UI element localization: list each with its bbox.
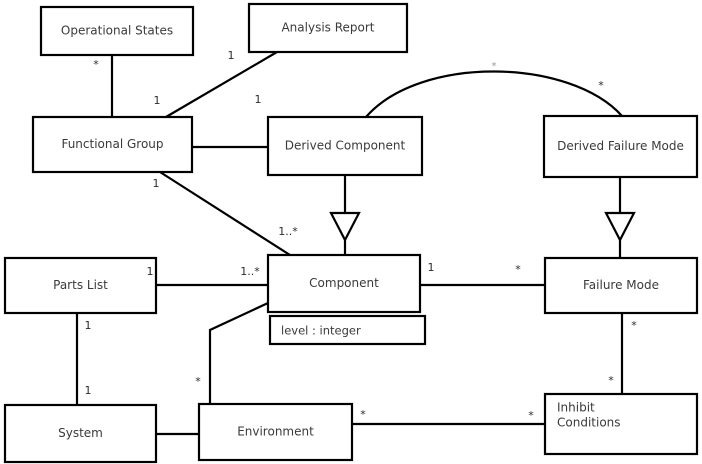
multiplicity-label: * [528,409,534,422]
class-frame [3,256,158,315]
class-box-operational-states[interactable]: Operational States [39,5,195,57]
multiplicity-label: * [93,58,99,71]
attribute-compartment [268,314,427,346]
class-box-derived-component[interactable]: Derived Component [266,115,424,177]
multiplicity-label: * [598,79,604,92]
class-box-parts-list[interactable]: Parts List [3,256,158,315]
association-functionalgroup-component [159,171,291,256]
class-frame [543,392,699,456]
generalization-layer [329,175,636,258]
association-analysisreport-functionalgroup [165,51,278,118]
class-name: Functional Group [61,137,163,151]
multiplicity-label: 1..* [278,225,298,238]
class-frame [266,115,424,177]
class-name: Component [309,276,379,290]
class-frame [39,5,195,57]
class-box-failure-mode[interactable]: Failure Mode [543,256,699,315]
multiplicity-label: 1 [85,384,92,397]
class-box-environment[interactable]: Environment [197,402,354,462]
class-box-analysis-report[interactable]: Analysis Report [247,2,409,54]
multiplicity-label: * [608,374,614,387]
class-frame [266,253,422,314]
class-name-line: Conditions [557,416,621,430]
class-name: Analysis Report [281,21,374,35]
class-box-functional-group[interactable]: Functional Group [31,115,194,174]
association-environment-component [208,302,269,404]
multiplicity-label: 1 [255,93,262,106]
generalization-arrow-icon [604,211,636,243]
association-derivedcomponent-derivedfailuremode [365,70,623,118]
class-name: Derived Component [285,139,406,153]
class-box-derived-failure-mode[interactable]: Derived Failure Mode [542,114,699,179]
multiplicity-label: * [195,375,201,388]
multiplicity-label: 1 [154,94,161,107]
multiplicity-label: 1 [428,261,435,274]
class-name: Derived Failure Mode [557,139,684,153]
class-frame [542,114,699,179]
multiplicity-label: 1..* [240,265,260,278]
multiplicity-label: 1 [85,319,92,332]
class-name: Environment [237,425,314,439]
multiplicity-layer: * 1 1 1 * * 1 1..* 1 1..* 1 * 1 * * 1 * * * [85,49,638,422]
generalization-arrow-icon [329,211,361,243]
class-name: Failure Mode [583,278,659,292]
class-frame [197,402,354,462]
class-name: System [58,426,103,440]
class-name-line: Inhibit [557,401,595,415]
class-frame [247,2,409,54]
multiplicity-label: * [492,61,497,72]
multiplicity-label: * [515,263,521,276]
class-name: Parts List [53,278,108,292]
attribute-text: level : integer [281,324,361,338]
multiplicity-label: * [631,319,637,332]
class-layer: Operational States Analysis ReportFunctio… [3,2,699,464]
multiplicity-label: 1 [153,177,160,190]
class-frame [543,256,699,315]
multiplicity-label: 1 [147,265,154,278]
multiplicity-label: 1 [228,49,235,62]
class-box-component[interactable]: Component level : integer [266,253,427,346]
association-layer [75,51,624,436]
class-frame [31,115,194,174]
class-frame [3,403,158,464]
class-box-system[interactable]: System [3,403,158,464]
multiplicity-label: * [360,408,366,421]
class-name: Operational States [61,24,173,38]
